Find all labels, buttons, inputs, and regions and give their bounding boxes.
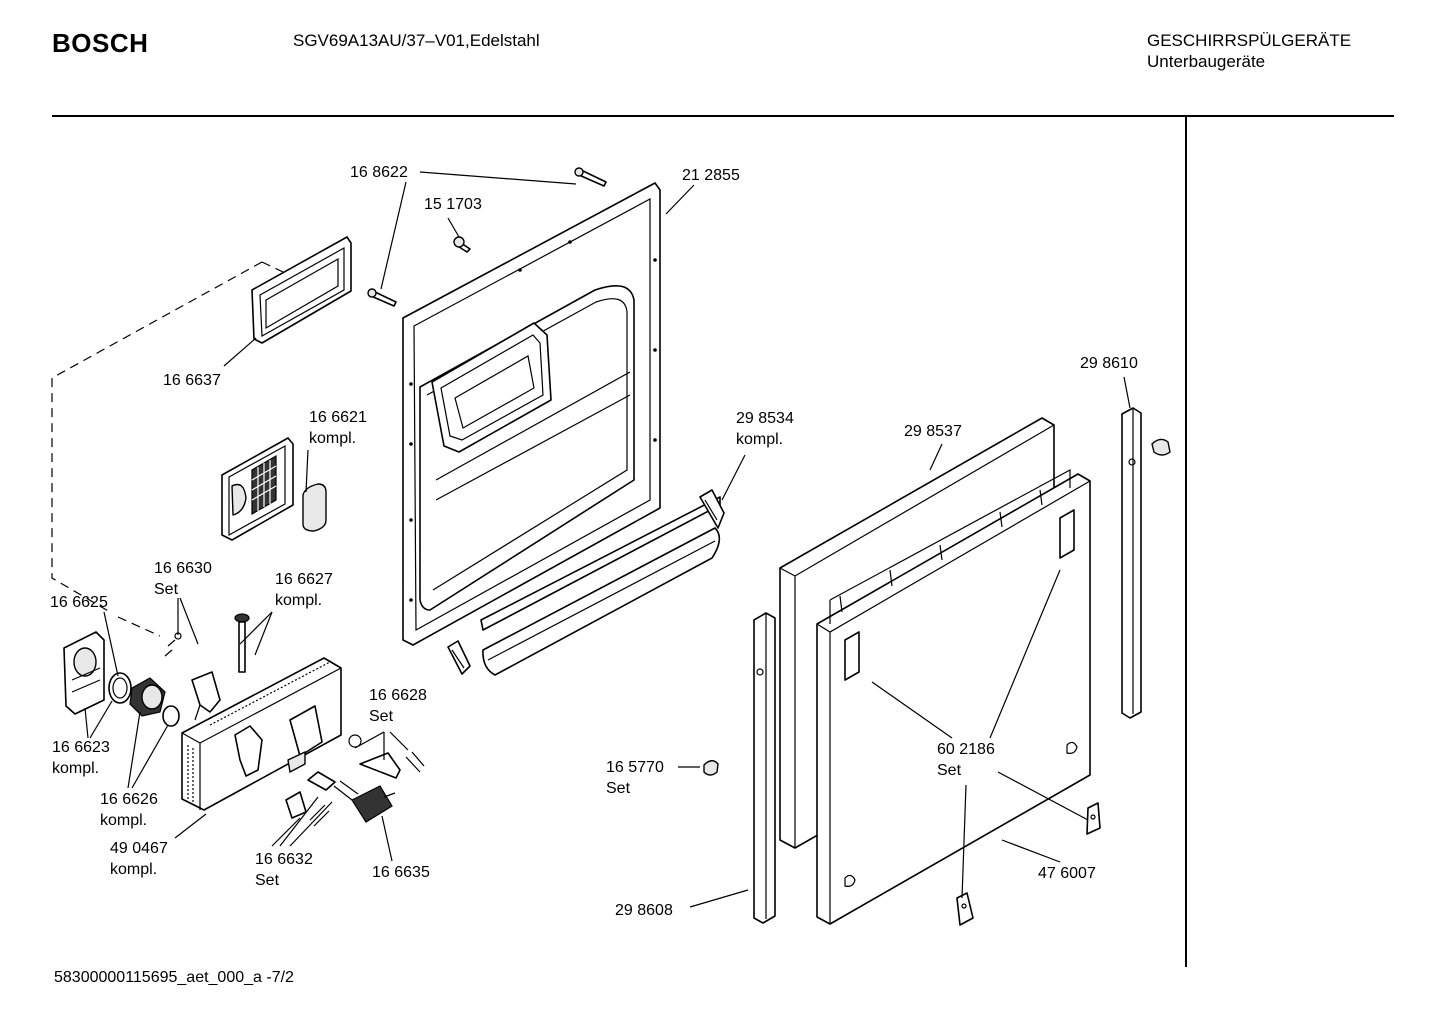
label-166628-set: Set [369,708,394,725]
label-298534-kompl: kompl. [736,431,783,448]
header-divider [52,115,1394,117]
label-602186: 60 2186 [937,741,995,758]
hinge-clip-part [699,489,725,529]
spring-part [164,632,182,657]
seal-part [302,483,327,532]
label-298534: 29 8534 [736,410,794,427]
label-212855: 21 2855 [682,167,740,184]
clip-part-165770 [703,760,719,776]
label-166623-kompl: kompl. [52,760,99,777]
latch-housing [181,657,342,811]
label-166627-kompl: kompl. [275,592,322,609]
label-298610: 29 8610 [1080,355,1138,372]
assembly-dashed-line [51,261,284,613]
document-id: 58300000115695_aet_000_a -7/2 [54,969,294,986]
bezel-part [63,631,105,715]
brand-logo: BOSCH [52,28,149,58]
label-166621: 16 6621 [309,409,367,426]
screw-part-2 [367,288,397,307]
hinge-foot-part [1086,802,1101,835]
label-166635: 16 6635 [372,864,430,881]
o-ring-part [162,705,180,727]
label-602186-set: Set [937,762,962,779]
label-166626-kompl: kompl. [100,812,147,829]
side-divider [1185,117,1187,967]
label-165770-set: Set [606,780,631,797]
label-166625: 16 6625 [50,594,108,611]
label-490467-kompl: kompl. [110,861,157,878]
label-298608: 29 8608 [615,902,673,919]
label-166630: 16 6630 [154,560,212,577]
label-476007: 47 6007 [1038,865,1096,882]
side-trim-left [753,612,776,924]
pin-part [234,613,250,673]
frame-part [251,236,352,344]
latch-spring-set [307,734,425,801]
label-166632-set: Set [255,872,280,889]
category-title: GESCHIRRSPÜLGERÄTE [1147,31,1352,50]
clip-part [1151,438,1171,456]
outer-door-panel [816,468,1091,925]
label-166621-kompl: kompl. [309,430,356,447]
spring-clip-part [285,791,330,827]
screw-part [574,167,607,187]
label-151703: 15 1703 [424,196,482,213]
label-166628: 16 6628 [369,687,427,704]
label-166627: 16 6627 [275,571,333,588]
lever-part [191,671,221,721]
dispenser-lid-part [221,437,294,541]
ring-part [108,672,132,704]
inner-door-panel [402,182,661,646]
assembly-dashed-line-2 [117,616,161,637]
leader-lines [84,171,1131,908]
label-166637: 16 6637 [163,372,221,389]
label-166626: 16 6626 [100,791,158,808]
hinge-foot-part-2 [956,892,974,926]
model-number: SGV69A13AU/37–V01,Edelstahl [293,31,540,50]
side-trim-right [1121,407,1142,719]
hinge-clip-part-2 [447,640,471,675]
label-166623: 16 6623 [52,739,110,756]
label-298537: 29 8537 [904,423,962,440]
knob-part [129,677,166,717]
label-166630-set: Set [154,581,179,598]
label-168622: 16 8622 [350,164,408,181]
label-490467: 49 0467 [110,840,168,857]
microswitch-part [351,785,396,823]
label-166632: 16 6632 [255,851,313,868]
screw-151703 [453,236,471,253]
label-165770: 16 5770 [606,759,664,776]
category-subtitle: Unterbaugeräte [1147,52,1266,71]
